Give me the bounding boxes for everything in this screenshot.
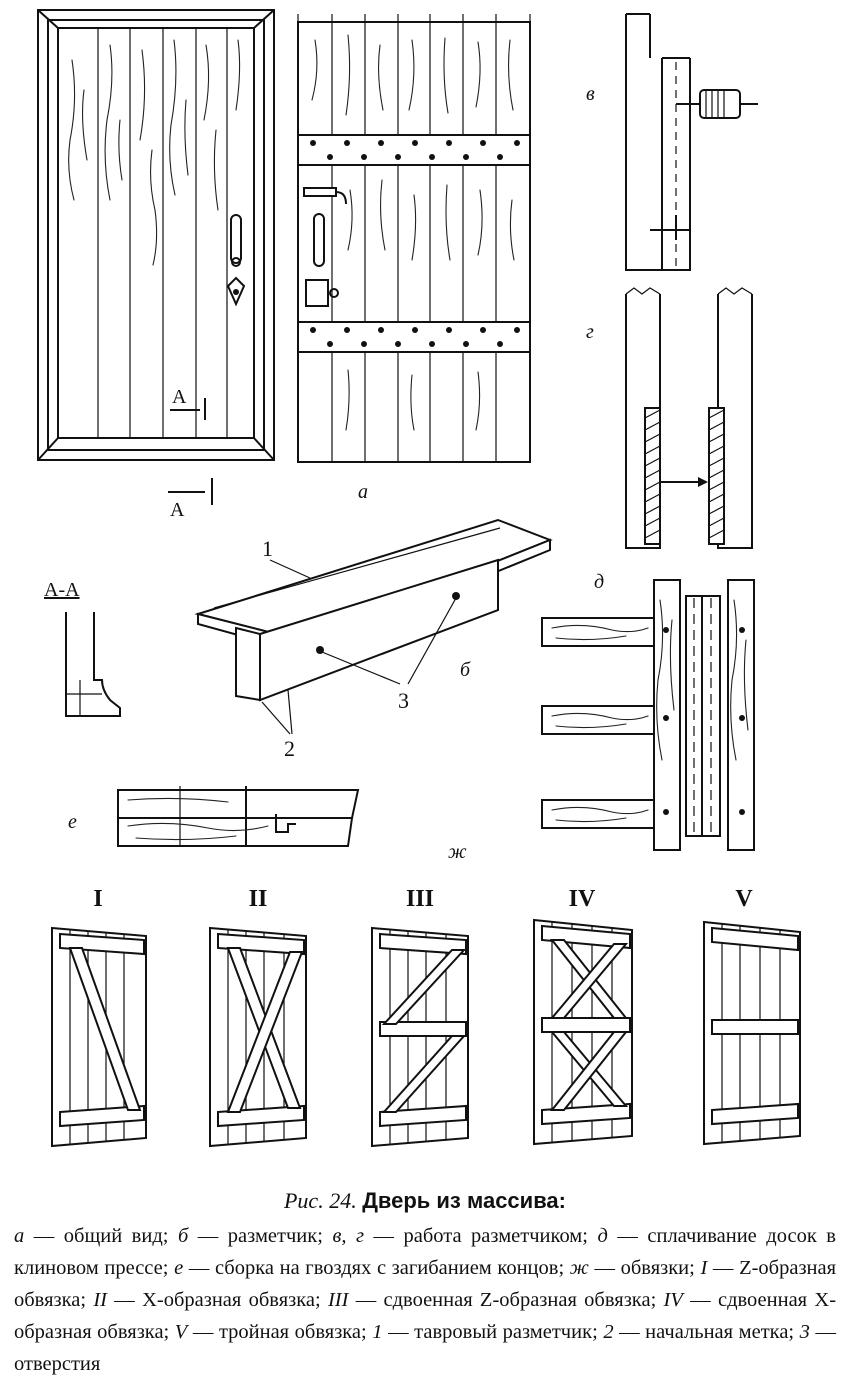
legend-key: е: [174, 1257, 184, 1279]
legend-text: тавровый разметчик: [414, 1321, 593, 1343]
legend-key: I: [700, 1257, 708, 1279]
label-a: а: [358, 481, 368, 503]
legend-key: II: [93, 1289, 108, 1311]
legend-text: сборка на гвоздях с загибанием концов: [214, 1257, 559, 1279]
t-marker-stem: [259, 558, 499, 702]
legend-key: 1: [372, 1321, 383, 1343]
marking-view-g: г: [586, 287, 753, 549]
board-top: [117, 789, 360, 819]
caption-ref: Рис. 24.: [283, 1188, 357, 1213]
clamp-bar: [541, 617, 655, 647]
figure-caption: Рис. 24. Дверь из массива: а — общий вид…: [14, 1188, 836, 1380]
legend-text: разметчик: [227, 1225, 318, 1247]
legend-key: IV: [663, 1289, 683, 1311]
legend-key: 3: [799, 1321, 810, 1343]
strip-left-hatched: [644, 407, 661, 545]
variant-4-double-x-frame: [533, 918, 633, 1146]
variant-3-double-z-frame: [371, 926, 469, 1148]
door-outer-frame: [37, 9, 275, 461]
press-post-left: [653, 579, 681, 851]
label-v: в: [586, 83, 595, 105]
strip-right-hatched: [708, 407, 725, 545]
t-marker-stem-front: [235, 626, 261, 702]
legend-text: начальная метка: [645, 1321, 789, 1343]
variant-label-5: V: [735, 886, 753, 912]
variant-label-4: IV: [569, 886, 596, 912]
clamp-bar: [541, 705, 655, 735]
label-g: г: [586, 321, 594, 343]
section-marker-top: А: [172, 386, 187, 408]
legend-text: работа разметчиком: [403, 1225, 583, 1247]
section-label: А-А: [44, 579, 80, 601]
arrow-right-icon: [698, 477, 708, 487]
legend-key: б: [177, 1225, 189, 1247]
variant-label-2: II: [249, 886, 268, 912]
variant-1-z-frame: [51, 926, 147, 1148]
variant-label-1: I: [93, 886, 102, 912]
legend-text: X-образная обвязка: [142, 1289, 315, 1311]
door-front-view: А А: [37, 9, 275, 521]
plank-door-view: а: [297, 14, 531, 503]
plank-door-handle: [313, 213, 325, 267]
door-boards: [97, 28, 228, 438]
variant-2-x-frame: [209, 926, 307, 1148]
label-e: е: [68, 811, 77, 833]
legend-key: III: [327, 1289, 349, 1311]
clamp-bar: [541, 799, 655, 829]
legend-key: в, г: [332, 1225, 364, 1247]
legend-text: сдвоенная Z-образная обвязка: [383, 1289, 651, 1311]
nail-assembly-view: е ж: [68, 786, 467, 863]
t-marker-view: 1 2 3 б: [194, 518, 553, 761]
press-post-right: [727, 579, 755, 851]
hole: [452, 592, 460, 600]
wedge-press-view: д: [541, 571, 755, 851]
plank-door-outline: [297, 21, 531, 463]
caption-name: Дверь из массива:: [362, 1188, 566, 1213]
door-wood-grain: [68, 39, 241, 266]
legend-key: д: [597, 1225, 608, 1247]
lock-box: [305, 279, 329, 307]
caption-title: Рис. 24. Дверь из массива:: [14, 1188, 836, 1214]
legend-text: тройная обвязка: [218, 1321, 362, 1343]
section-aa: А-А: [44, 579, 121, 717]
label-zh: ж: [448, 841, 467, 863]
variant-labels: I II III IV V: [93, 886, 753, 912]
part-number-3: 3: [398, 688, 409, 713]
door-latch: [303, 187, 337, 197]
caption-legend: а — общий вид; б — разметчик; в, г — раб…: [14, 1225, 837, 1375]
legend-key: а: [14, 1225, 25, 1247]
door-inner-frame: [47, 19, 265, 451]
legend-key: ж: [569, 1257, 589, 1279]
bottom-batten: [297, 321, 531, 353]
label-d: д: [594, 571, 604, 593]
legend-text: Z-образная обвязка: [14, 1257, 837, 1311]
part-number-1: 1: [262, 536, 273, 561]
top-batten: [297, 134, 531, 166]
door-panel: [57, 27, 255, 439]
label-b: б: [460, 659, 471, 681]
batten-nails: [310, 140, 520, 347]
marking-view-v: в: [586, 13, 758, 271]
legend-text: сдвоенная X-образная обвязка: [14, 1289, 837, 1343]
legend-key: V: [174, 1321, 188, 1343]
part-number-2: 2: [284, 736, 295, 761]
legend-text: общий вид: [63, 1225, 163, 1247]
variant-label-3: III: [406, 886, 434, 912]
legend-key: 2: [603, 1321, 614, 1343]
section-marker-bottom: А: [170, 499, 185, 521]
variant-5-triple-frame: [703, 920, 801, 1146]
legend-text: отверстия: [14, 1353, 101, 1375]
board-bottom: [117, 817, 354, 847]
legend-text: обвязки: [620, 1257, 690, 1279]
door-handle: [230, 214, 242, 264]
legend-text: сплачивание досок в клиновом прессе: [14, 1225, 836, 1279]
